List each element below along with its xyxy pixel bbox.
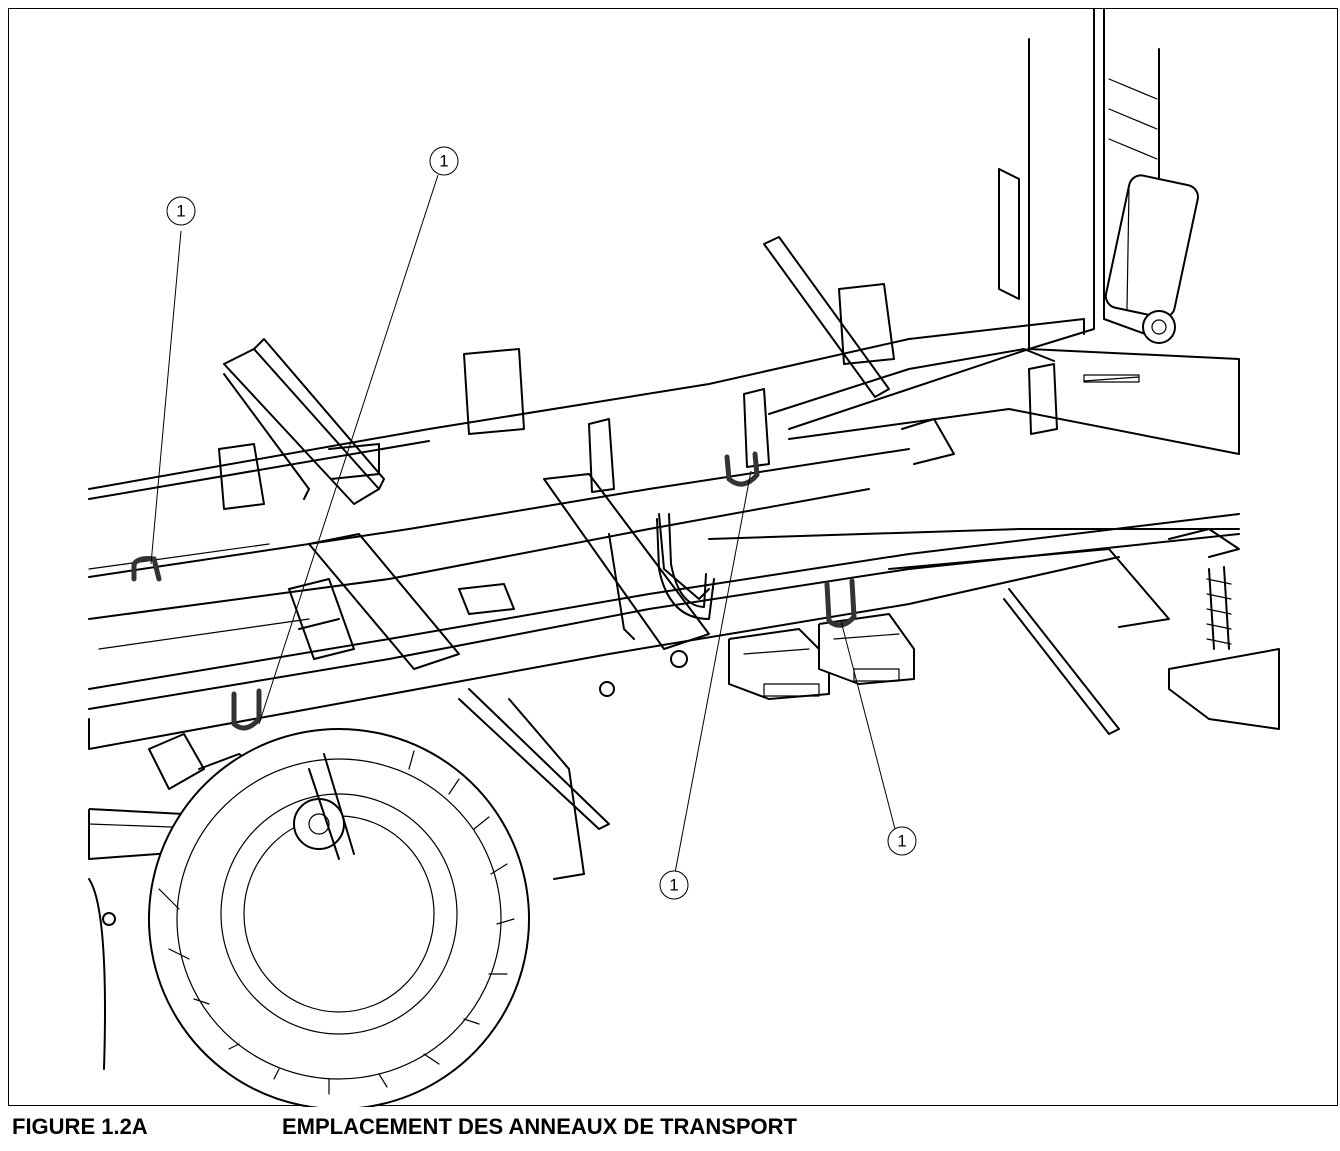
figure-title: EMPLACEMENT DES ANNEAUX DE TRANSPORT [282, 1114, 797, 1139]
transport-ring-right [824, 578, 857, 628]
callout-leaders [150, 174, 896, 874]
transport-rings [131, 451, 857, 731]
lower-beam [88, 528, 1240, 750]
figure-number: FIGURE 1.2A [12, 1114, 148, 1139]
center-pipe [599, 513, 715, 697]
callout-label: 1 [897, 832, 906, 851]
figure-caption: FIGURE 1.2A EMPLACEMENT DES ANNEAUX DE TR… [12, 1114, 797, 1146]
main-frame [88, 318, 1240, 710]
cross-beams [288, 473, 710, 880]
callout-label: 1 [439, 152, 448, 171]
transport-ring-center [724, 451, 760, 487]
callout-1-c: 1 [659, 870, 689, 900]
wheel [88, 728, 530, 1107]
transport-ring-lower-left [231, 688, 262, 731]
callout-1-a: 1 [166, 196, 196, 226]
hydraulic-tower [998, 9, 1199, 350]
jack-stand [1168, 528, 1280, 730]
callout-1-b: 1 [429, 146, 459, 176]
transport-ring-front-left [131, 556, 162, 582]
callout-label: 1 [669, 876, 678, 895]
figure-frame: 1 1 1 1 [8, 8, 1338, 1107]
callout-1-d: 1 [887, 826, 917, 856]
callout-label: 1 [176, 202, 185, 221]
hub-units [728, 613, 915, 700]
machine-line-drawing: 1 1 1 1 [88, 9, 1280, 1107]
brackets [218, 236, 1058, 510]
